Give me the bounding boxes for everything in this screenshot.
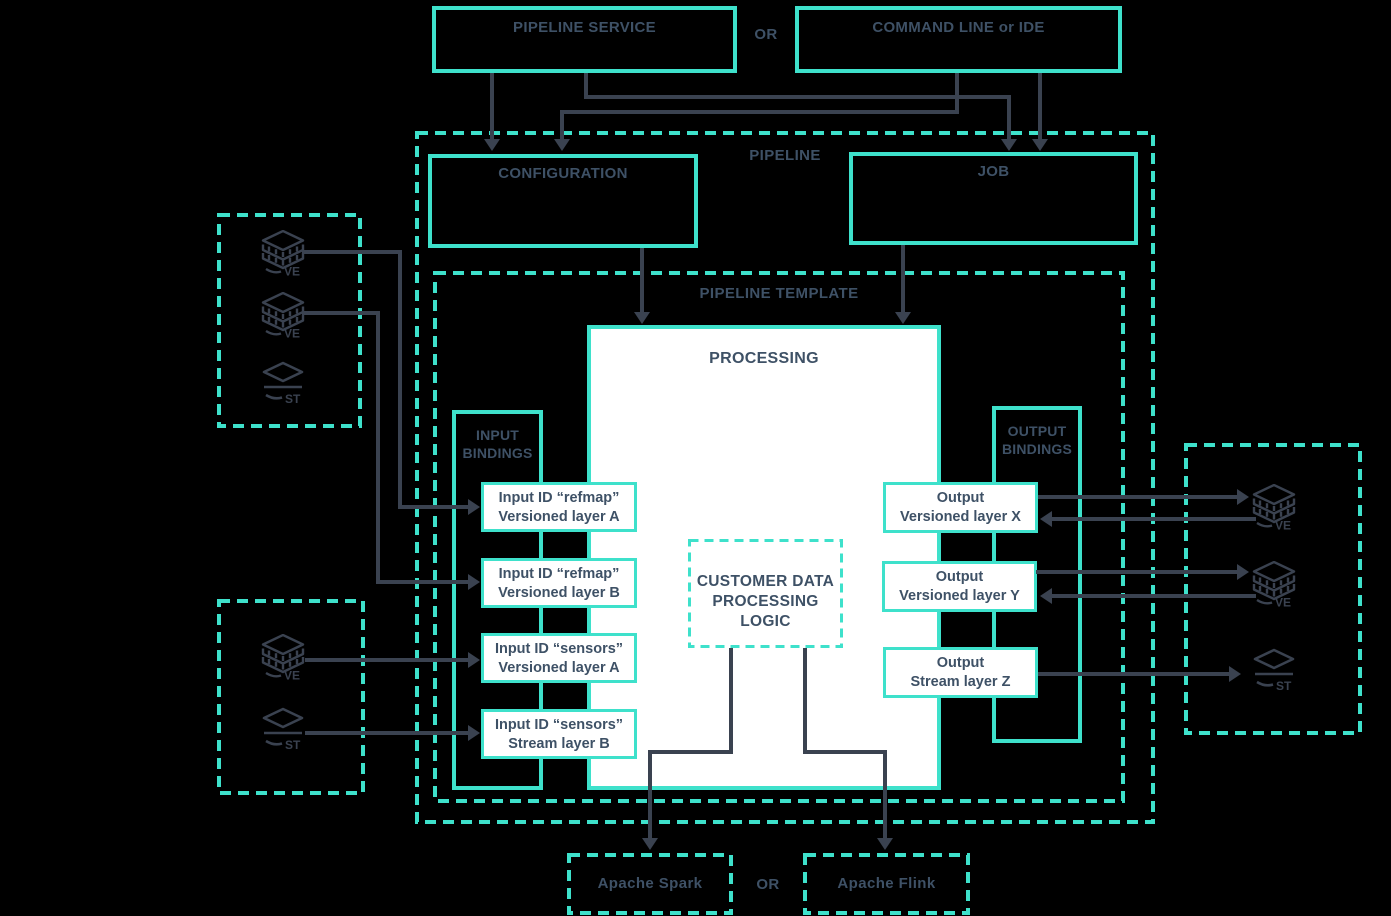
apache-flink-label: Apache Flink: [837, 875, 936, 892]
output-item-line1: Output: [936, 655, 985, 671]
customer-logic-line2: PROCESSING LOGIC: [712, 593, 819, 630]
job-box: JOB: [849, 152, 1138, 245]
layer-type-label: VE: [284, 265, 300, 277]
output-binding-item: Output Versioned layer Y: [882, 561, 1037, 612]
versioned-layer-icon: VE: [1250, 483, 1298, 535]
versioned-layer-icon: VE: [1250, 560, 1298, 612]
apache-spark-label: Apache Spark: [597, 875, 703, 892]
or-label-bottom: OR: [756, 876, 780, 893]
layer-type-label: VE: [284, 669, 300, 681]
stream-layer-icon: ST: [259, 360, 307, 409]
input-item-line1: Input ID “sensors”: [494, 641, 624, 657]
layer-type-label: VE: [1275, 596, 1291, 608]
input-item-line2: Stream layer B: [508, 736, 610, 752]
output-item-line1: Output: [935, 569, 984, 585]
connector-service-to-job: [584, 73, 1011, 140]
pipeline-service-box: PIPELINE SERVICE: [432, 6, 737, 73]
pipeline-service-label: PIPELINE SERVICE: [513, 19, 656, 36]
layer-type-label: VE: [1275, 519, 1291, 531]
input-item-line2: Versioned layer A: [498, 509, 620, 525]
connector-cli-to-configuration: [560, 73, 959, 140]
input-binding-item: Input ID “sensors” Stream layer B: [481, 709, 637, 759]
customer-logic-box: CUSTOMER DATA PROCESSING LOGIC: [688, 539, 843, 648]
layer-type-label: ST: [285, 392, 301, 404]
input-bindings-label-line2: BINDINGS: [462, 445, 533, 461]
customer-logic-line1: CUSTOMER DATA: [696, 573, 835, 590]
input-item-line1: Input ID “refmap”: [498, 566, 620, 582]
configuration-label: CONFIGURATION: [498, 165, 628, 182]
processing-label: PROCESSING: [709, 350, 819, 367]
input-item-line2: Versioned layer B: [498, 585, 620, 601]
input-binding-item: Input ID “refmap” Versioned layer B: [481, 558, 637, 608]
or-label-top: OR: [754, 26, 778, 43]
layer-type-label: ST: [285, 738, 301, 750]
input-item-line2: Versioned layer A: [498, 660, 620, 676]
stream-layer-icon: ST: [259, 706, 307, 755]
input-item-line1: Input ID “sensors”: [494, 717, 624, 733]
layer-type-label: VE: [284, 327, 300, 339]
command-line-label: COMMAND LINE or IDE: [872, 19, 1045, 36]
stream-layer-icon: ST: [1250, 647, 1298, 696]
output-binding-item: Output Stream layer Z: [883, 647, 1038, 698]
input-binding-item: Input ID “sensors” Versioned layer A: [481, 633, 637, 683]
output-item-line2: Versioned layer Y: [899, 588, 1020, 604]
output-binding-item: Output Versioned layer X: [883, 482, 1038, 533]
input-bindings-label-line1: INPUT: [476, 427, 519, 443]
connector-ve-to-input2: [302, 311, 468, 584]
job-label: JOB: [977, 163, 1010, 180]
output-item-line1: Output: [936, 490, 985, 506]
output-item-line2: Stream layer Z: [910, 674, 1011, 690]
apache-flink-box: [803, 853, 970, 915]
input-item-line1: Input ID “refmap”: [498, 490, 620, 506]
source-catalog-group-b-box: [217, 599, 365, 795]
layer-type-label: ST: [1276, 679, 1292, 691]
configuration-box: CONFIGURATION: [428, 154, 698, 248]
input-binding-item: Input ID “refmap” Versioned layer A: [481, 482, 637, 532]
output-item-line2: Versioned layer X: [900, 509, 1021, 525]
pipeline-template-label: PIPELINE TEMPLATE: [699, 285, 859, 302]
command-line-box: COMMAND LINE or IDE: [795, 6, 1122, 73]
apache-spark-box: [567, 853, 733, 915]
versioned-layer-icon: VE: [259, 229, 307, 281]
connector-ve-to-input1: [302, 250, 468, 509]
output-bindings-label-line1: OUTPUT: [1007, 423, 1067, 439]
versioned-layer-icon: VE: [259, 633, 307, 685]
output-bindings-label-line2: BINDINGS: [1001, 441, 1073, 457]
versioned-layer-icon: VE: [259, 291, 307, 343]
